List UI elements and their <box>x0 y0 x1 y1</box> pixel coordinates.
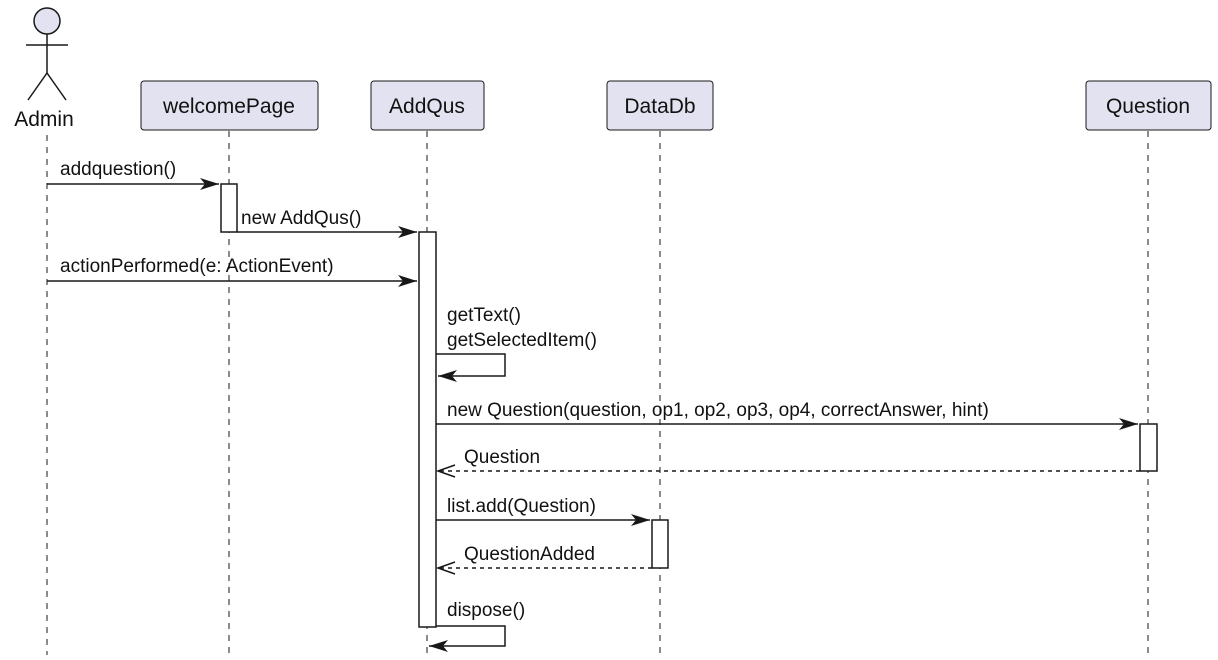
message-action-performed: actionPerformed(e: ActionEvent) <box>47 256 417 287</box>
message-label: addquestion() <box>60 159 176 180</box>
message-dispose: dispose() <box>429 600 525 652</box>
actor-admin: Admin <box>14 7 74 131</box>
message-label: Question <box>464 447 540 468</box>
participant-box <box>1085 80 1212 131</box>
activation-addqus <box>418 231 437 628</box>
participant-label-datadb: DataDb <box>624 95 695 118</box>
message-label-line-2: getSelectedItem() <box>447 330 597 351</box>
message-label: dispose() <box>447 600 525 621</box>
message-label: list.add(Question) <box>447 496 596 517</box>
arrowhead <box>435 464 456 478</box>
arrowhead <box>1119 418 1138 430</box>
message-label: new AddQus() <box>241 208 361 229</box>
arrowhead <box>398 226 417 238</box>
arrowhead <box>429 640 448 652</box>
arrowhead <box>200 178 219 190</box>
message-label: getText() getSelectedItem() <box>447 305 597 351</box>
activation-question <box>1139 423 1158 472</box>
arrowhead <box>435 561 456 575</box>
actor-left-leg <box>27 72 48 101</box>
participant-datadb: DataDb <box>606 80 714 131</box>
participant-label-welcomepage: welcomePage <box>162 95 295 118</box>
participant-question: Question <box>1085 80 1212 131</box>
message-addquestion: addquestion() <box>47 159 219 190</box>
activation-datadb <box>651 519 669 569</box>
arrowhead <box>631 514 650 526</box>
self-message-line <box>436 353 506 377</box>
message-label: QuestionAdded <box>464 544 595 565</box>
arrowhead <box>398 275 417 287</box>
participant-label-admin: Admin <box>14 108 74 131</box>
self-message-line <box>429 625 506 647</box>
participant-addqus: AddQus <box>370 80 485 131</box>
message-new-addqus: new AddQus() <box>237 208 417 238</box>
participant-box <box>370 80 485 131</box>
actor-right-leg <box>46 72 67 101</box>
arrowhead <box>438 370 457 382</box>
message-label-line-1: getText() <box>447 305 521 326</box>
message-return-question-added: QuestionAdded <box>435 544 652 575</box>
message-label: actionPerformed(e: ActionEvent) <box>60 256 334 277</box>
participant-box <box>140 80 319 131</box>
participant-welcomepage: welcomePage <box>140 80 319 131</box>
participant-box <box>606 80 714 131</box>
message-list-add: list.add(Question) <box>436 496 650 526</box>
message-new-question: new Question(question, op1, op2, op3, op… <box>436 400 1138 430</box>
message-get-text-selected-item: getText() getSelectedItem() <box>436 305 597 382</box>
participant-label-addqus: AddQus <box>389 95 465 118</box>
message-label: new Question(question, op1, op2, op3, op… <box>447 400 989 421</box>
actor-head <box>33 7 61 35</box>
activation-welcomepage <box>220 183 238 233</box>
participant-label-question: Question <box>1106 95 1190 118</box>
message-return-question: Question <box>435 447 1140 478</box>
